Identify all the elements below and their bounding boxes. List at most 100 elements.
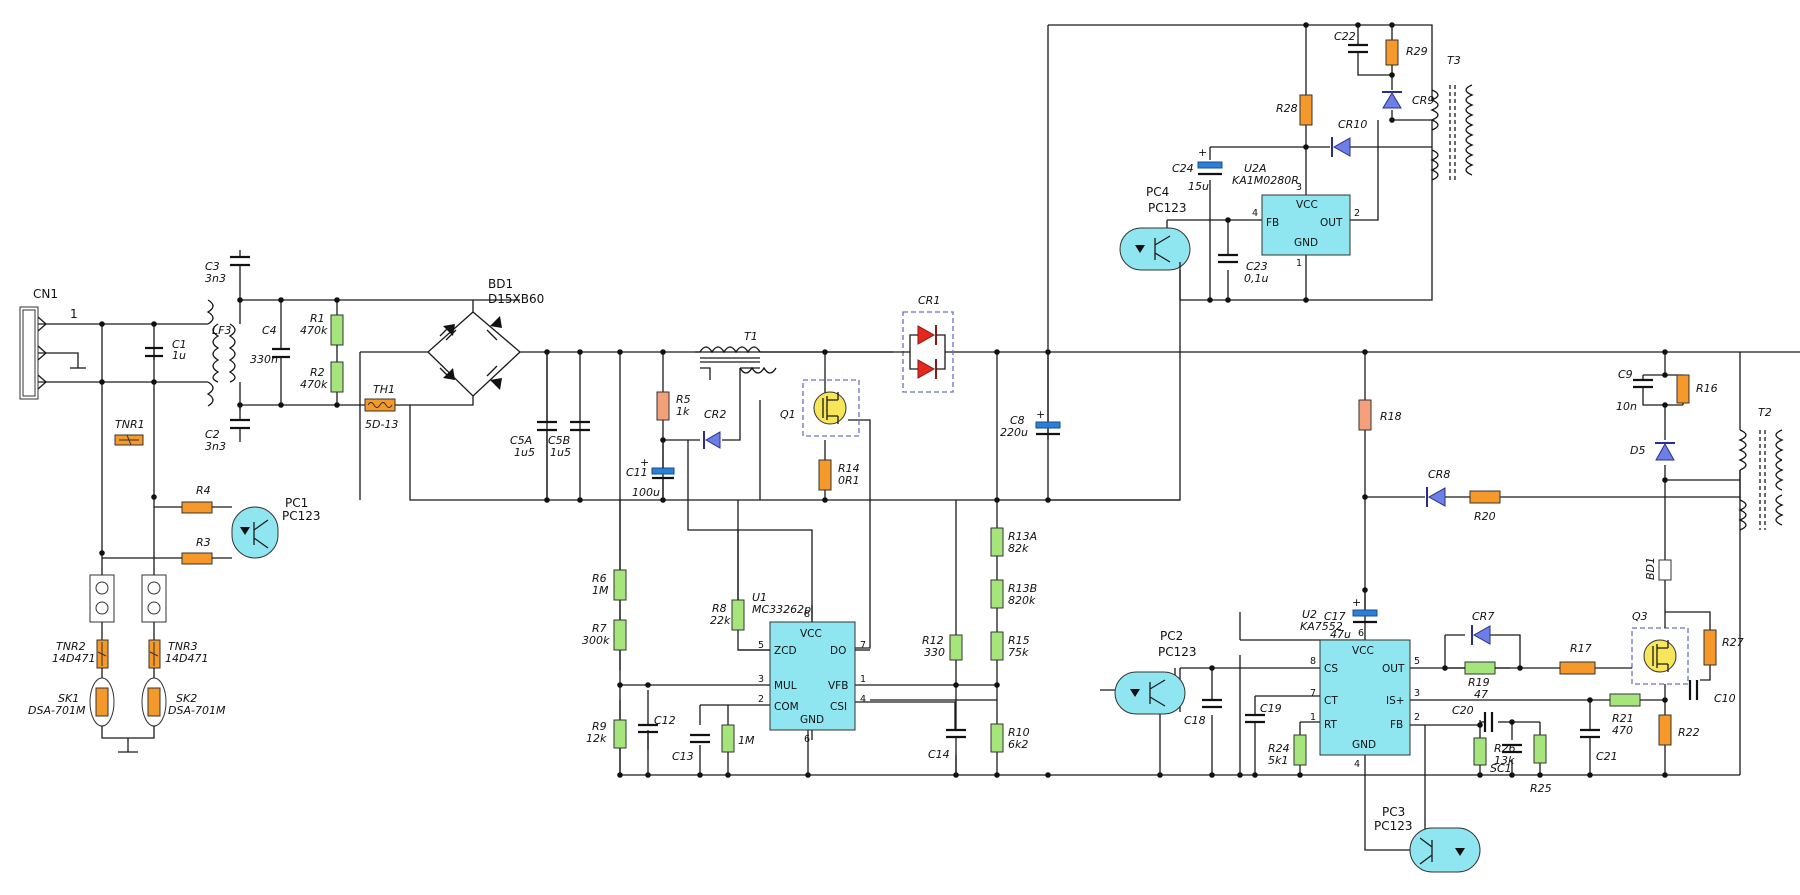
resistor-r25: R25 [1530,734,1552,795]
capacitor-c14: C14 [928,700,966,775]
diode-d5: D5 [1630,442,1675,461]
r7-ref: R7 [592,622,607,635]
u2-pin-rt: RT [1324,719,1338,731]
c5a-value: 1u5 [514,446,535,459]
u2a-value: KA1M0280R [1232,174,1299,187]
u1-num-3: 3 [758,674,764,685]
c24-value: 15u [1188,180,1209,193]
c11-plus: + [640,456,649,469]
capacitor-c20: C20 [1452,704,1494,732]
r4-ref: R4 [196,484,211,497]
c21-ref: C21 [1596,750,1618,763]
diode-cr8: CR8 [1426,468,1450,507]
resistor-r18: R18 [1358,399,1402,431]
optocoupler-pc2: PC2 PC123 [1114,629,1197,715]
r-1m-value: 1M [738,734,755,747]
u2-num-2: 2 [1414,712,1420,723]
resistor-r17: R17 [1559,642,1596,675]
r1-value: 470k [300,324,328,337]
r1-ref: R1 [310,312,325,325]
sk2-ref: SK2 [176,692,197,705]
tnr1-ref: TNR1 [115,418,145,431]
u1-num-8: 8 [804,609,810,620]
r28-ref: R28 [1276,102,1298,115]
varistor-tnr3: TNR3 14D471 [148,639,208,669]
r15-ref: R15 [1008,634,1030,647]
capacitor-c17: + C17 47u [1324,596,1378,641]
r19-value: 47 [1474,688,1488,701]
resistor-r26: R26 13k [1473,737,1516,767]
pc1-ref: PC1 [285,496,308,510]
c3-value: 3n3 [205,272,226,285]
c1-ref: C1 [172,338,187,351]
r3-ref: R3 [196,536,211,549]
u1-pin-vfb: VFB [828,680,848,692]
r24-ref: R24 [1268,742,1290,755]
u2a-num-1: 1 [1296,258,1302,269]
bd1-value: D15XB60 [488,292,544,306]
sk1-ref: SK1 [58,692,79,705]
tnr2-value: 14D471 [52,652,95,665]
tnr3-value: 14D471 [165,652,208,665]
capacitor-sc1: SC1 [1490,743,1522,775]
r12-ref: R12 [922,634,944,647]
th1-value: 5D-13 [365,418,398,431]
capacitor-c19: C19 [1245,702,1282,735]
d5-ref: D5 [1630,444,1645,457]
resistor-r13b: R13B 820k [990,579,1037,609]
u2a-num-3: 3 [1296,182,1302,193]
bridge-bd1: BD1 D15XB60 [359,277,544,500]
u2-ref: U2 [1302,608,1317,621]
pc1-value: PC123 [282,509,321,523]
t2-ref: T2 [1758,406,1772,419]
u1-pin-do: DO [830,645,846,657]
r6-value: 1M [592,584,609,597]
wires [38,24,1800,851]
r14-value: 0R1 [838,474,860,487]
resistor-r1: R1 470k [300,312,344,346]
u1-num-7: 7 [860,640,866,651]
u2a-pin-gnd: GND [1294,237,1318,249]
c1-value: 1u [172,349,186,362]
u2-num-3: 3 [1414,688,1420,699]
u1-pin-gnd: GND [800,714,824,726]
t1-ref: T1 [744,330,758,343]
u2a-num-2: 2 [1354,208,1360,219]
c10-ref: C10 [1714,692,1736,705]
r2-value: 470k [300,378,328,391]
c8-ref: C8 [1010,414,1025,427]
cr2-ref: CR2 [704,408,726,421]
c22-ref: C22 [1334,30,1356,43]
r5-ref: R5 [676,393,691,406]
c24-plus: + [1198,146,1207,159]
c23-value: 0,1u [1244,272,1268,285]
bd1b-ref: BD1 [1644,557,1657,580]
r29-ref: R29 [1406,45,1428,58]
socket-block-left [89,574,167,640]
optocoupler-pc4: PC4 PC123 [1119,185,1191,300]
junction-dots [99,22,1668,778]
r26-value: 13k [1494,754,1515,767]
sk2-value: DSA-701M [168,704,226,717]
r9-ref: R9 [592,720,607,733]
transformer-t2: T2 [1738,406,1784,531]
connector-cn1: CN1 1 [19,287,86,400]
c19-ref: C19 [1260,702,1282,715]
capacitor-c4: C4 330n [250,324,290,382]
q1-ref: Q1 [780,408,796,421]
cn1-pin-label: 1 [70,307,78,321]
u1-pin-com: COM [774,701,799,713]
u2a-num-4: 4 [1252,208,1258,219]
th1-ref: TH1 [373,383,395,396]
capacitor-c23: C23 0,1u [1218,253,1268,285]
capacitor-c5b: C5B 1u5 [548,420,590,459]
u2a-ref: U2A [1244,162,1267,175]
r10-ref: R10 [1008,726,1030,739]
resistor-r10: R10 6k2 [990,723,1030,753]
r17-ref: R17 [1570,642,1592,655]
r20-ref: R20 [1474,510,1496,523]
u2-pin-ct: CT [1324,695,1338,707]
r12-value: 330 [924,646,945,659]
c17-ref: C17 [1324,610,1346,623]
